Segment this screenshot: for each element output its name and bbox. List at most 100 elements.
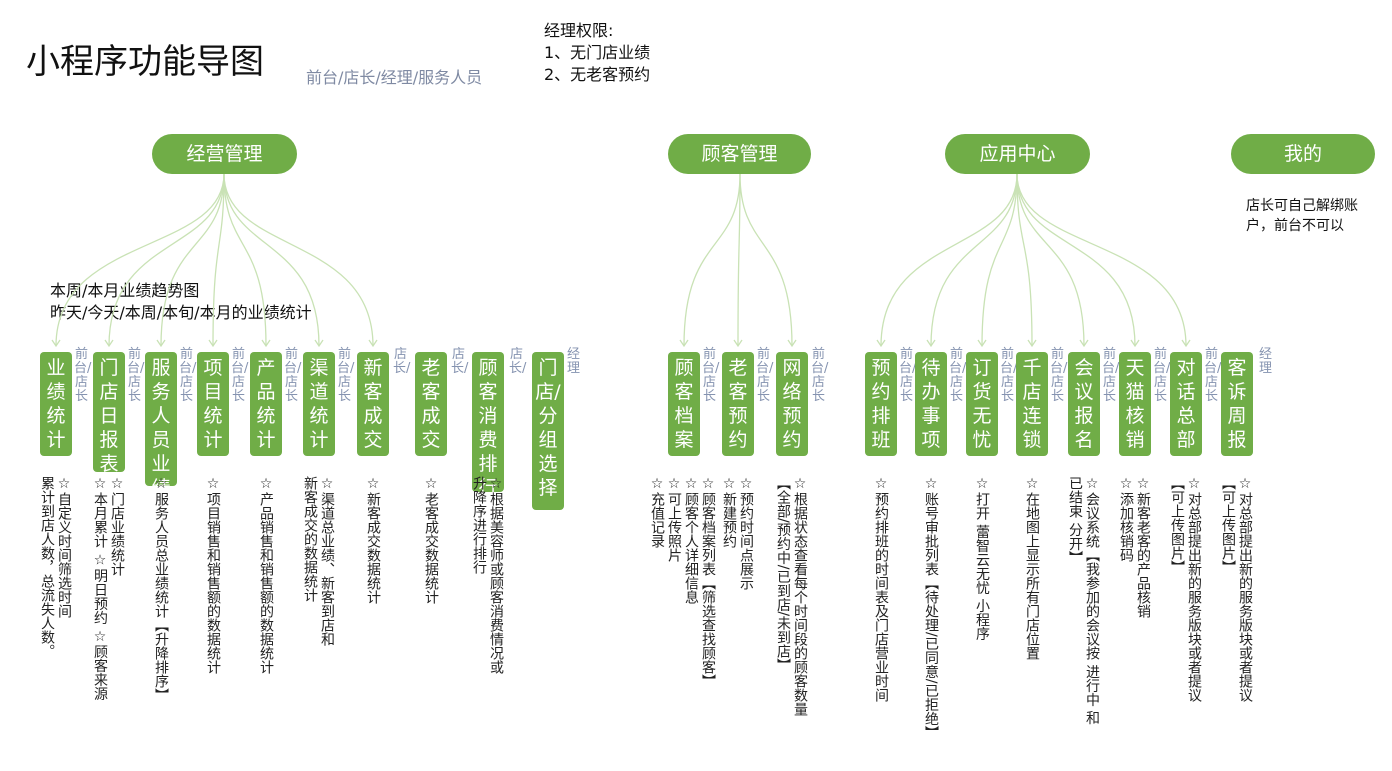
feature-staff-performance[interactable]: 服务人员业绩 [145,352,177,499]
role-label: 前台/店长 [1204,347,1222,404]
feature-description: ☆渠道总业绩、新客到店和新客成交的数据统计 [301,476,335,766]
connector-curve [212,173,225,347]
role-label: 前台/店长 [74,347,92,404]
description-line: ☆老客成交数据统计 [423,476,439,604]
feature-description: ☆服务人员总业绩统计【升降排序】 [152,476,169,766]
feature-complaint-weekly[interactable]: 客诉周报 [1221,352,1253,456]
feature-description: ☆门店业绩统计☆本月累计 ☆明日预约 ☆顾客来源 [91,476,125,766]
role-label: 前台/店长 [1000,347,1018,404]
feature-description: ☆打开 蕾智云无忧 小程序 [973,476,990,766]
description-line: ☆新客老客的产品核销 [1135,476,1151,618]
description-line: 新客成交的数据统计 [302,476,318,602]
feature-chain-stores[interactable]: 千店连锁 [1016,352,1048,456]
manager-permissions: 经理权限: 1、无门店业绩 2、无老客预约 [544,20,650,86]
feature-description: ☆预约时间点展示☆新建预约 [720,476,754,766]
feature-description: ☆老客成交数据统计 [422,476,439,766]
connector-curve [1016,173,1033,347]
description-line: ☆预约排班的时间表及门店营业时间 [873,476,889,702]
role-label: 前台/店长 [811,347,829,404]
role-label: 前台/店长 [1050,347,1068,404]
connector-arrow [104,339,114,348]
connector-curve [223,173,374,347]
role-label: 经理 [1258,347,1272,376]
feature-description: ☆新客成交数据统计 [364,476,381,766]
description-line: ☆会议系统【我参加的会议按 进行中 和 [1084,476,1100,725]
connector-arrow [679,339,689,348]
feature-performance[interactable]: 业绩统计 [40,352,72,456]
feature-description: ☆根据状态查看每个时间段的顾客数量【全部/预约中/已到店/未到店】 [774,476,808,766]
feature-product-stats[interactable]: 产品统计 [250,352,282,456]
role-label: 前台/店长 [899,347,917,404]
description-line: ☆新建预约 [721,476,737,548]
roles-subtitle: 前台/店长/经理/服务人员 [306,68,483,87]
description-line: ☆顾客个人详细信息 [683,476,699,604]
feature-order-worry-free[interactable]: 订货无忧 [966,352,998,456]
page-title: 小程序功能导图 [26,42,264,82]
connector-arrow [314,339,324,348]
feature-description: ☆新客老客的产品核销☆添加核销码 [1117,476,1151,766]
mine-note: 店长可自己解绑账户，前台不可以 [1246,198,1358,234]
connector-arrow [208,339,218,348]
feature-online-booking[interactable]: 网络预约 [776,352,808,456]
role-label: 前台/店长 [179,347,197,404]
role-label: 前台/店长 [1153,347,1171,404]
category-apps[interactable]: 应用中心 [945,134,1090,174]
feature-description: ☆自定义时间筛选时间累计到店人数，总流失人数。 [38,476,72,766]
role-label: 前台/店长 [284,347,302,404]
permissions-title: 经理权限: [544,21,614,40]
feature-description: ☆对总部提出新的服务版块或者提议【可上传图片】 [1168,476,1202,766]
connector-curve [739,173,793,347]
description-line: ☆账号审批列表【待处理/已同意/已拒绝】 [923,476,939,740]
permission-item: 2、无老客预约 [544,65,651,84]
role-label: 前台/店长 [337,347,355,404]
role-label: 店长/ [509,347,527,376]
category-customer[interactable]: 顾客管理 [668,134,811,174]
connector-arrow [156,339,166,348]
description-line: ☆充值记录 [649,476,665,548]
connector-arrow [368,339,378,348]
feature-meeting-signup[interactable]: 会议报名 [1068,352,1100,456]
description-line: ☆自定义时间筛选时间 [56,476,72,618]
description-line: ☆在地图上显示所有门店位置 [1024,476,1040,660]
feature-old-customer-deals[interactable]: 老客成交 [415,352,447,456]
connector-arrow [1130,339,1140,348]
feature-description: ☆预约排班的时间表及门店营业时间 [872,476,889,766]
feature-tmall-verify[interactable]: 天猫核销 [1119,352,1151,456]
description-line: 【可上传图片】 [1220,476,1236,574]
role-label: 经理 [566,347,580,376]
description-line: ☆项目销售和销售额的数据统计 [205,476,221,674]
description-line: ☆打开 蕾智云无忧 小程序 [974,476,990,641]
feature-channel-stats[interactable]: 渠道统计 [303,352,335,456]
feature-hq-dialog[interactable]: 对话总部 [1170,352,1202,456]
role-label: 前台/店长 [949,347,967,404]
feature-project-stats[interactable]: 项目统计 [197,352,229,456]
connector-curve [1016,173,1187,347]
feature-daily-report[interactable]: 门店日报表 [93,352,125,475]
category-business[interactable]: 经营管理 [152,134,297,174]
description-line: ☆可上传照片 [666,476,682,562]
feature-description: ☆顾客档案列表【筛选查找顾客】☆顾客个人详细信息☆可上传照片☆充值记录 [648,476,716,766]
category-mine[interactable]: 我的 [1231,134,1375,174]
feature-booking-schedule[interactable]: 预约排班 [865,352,897,456]
connector-curve [880,173,1018,347]
description-line: ☆对总部提出新的服务版块或者提议 [1186,476,1202,702]
connector-curve [1016,173,1085,347]
role-label: 前台/店长 [756,347,774,404]
description-line: ☆根据美容师或顾客消费情况或 [488,476,504,674]
feature-customer-profile[interactable]: 顾客档案 [668,352,700,456]
feature-description: ☆产品销售和销售额的数据统计 [257,476,274,766]
feature-new-customer-deals[interactable]: 新客成交 [357,352,389,456]
connector-arrow [733,339,743,348]
feature-old-customer-booking[interactable]: 老客预约 [722,352,754,456]
summary-line: 昨天/今天/本周/本旬/本月的业绩统计 [50,303,312,322]
connector-curve [737,173,741,347]
feature-todo-list[interactable]: 待办事项 [915,352,947,456]
feature-consumption-ranking[interactable]: 顾客消费排行 [472,352,504,499]
description-line: ☆根据状态查看每个时间段的顾客数量 [792,476,808,716]
description-line: ☆门店业绩统计 [109,476,125,576]
description-line: 累计到店人数，总流失人数。 [39,476,55,658]
feature-store-group-select[interactable]: 门店/分组选择 [532,352,564,510]
description-line: 【全部/预约中/已到店/未到店】 [775,476,791,673]
feature-description: ☆会议系统【我参加的会议按 进行中 和已结束 分开】 [1066,476,1100,766]
